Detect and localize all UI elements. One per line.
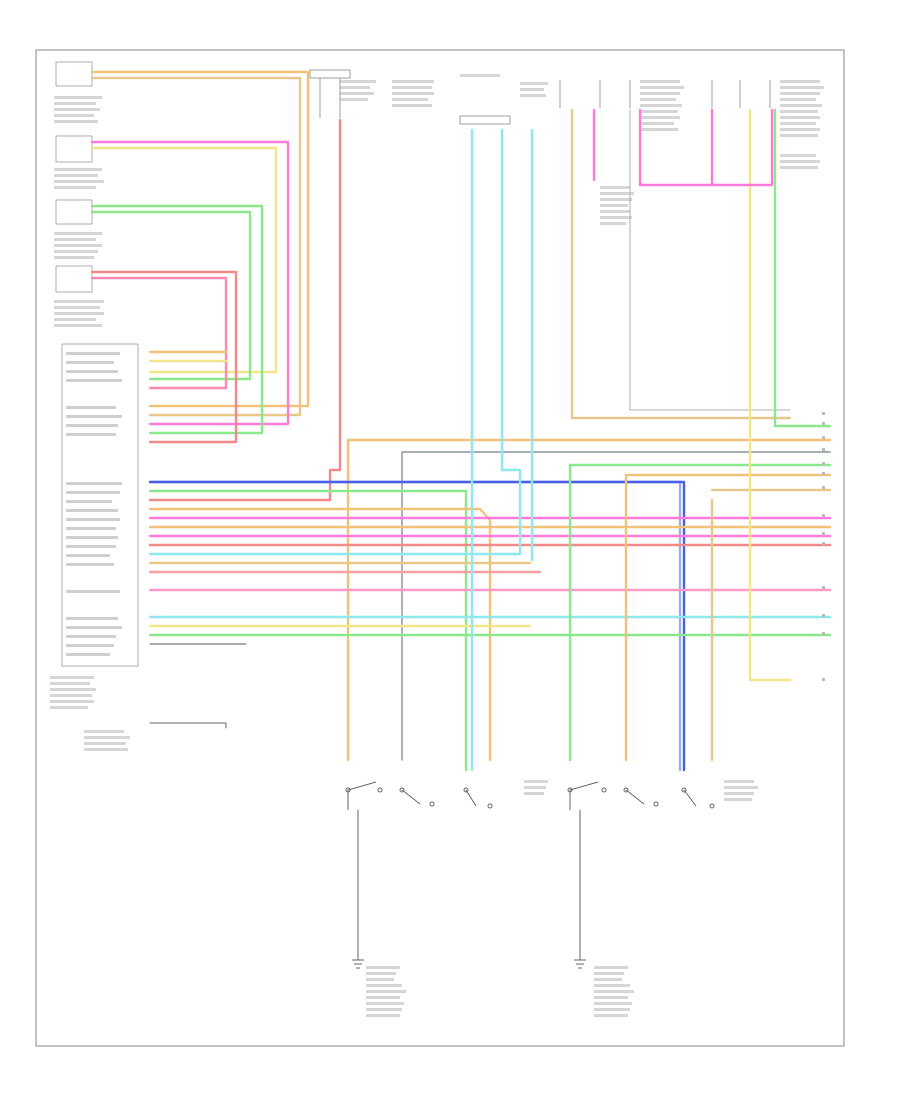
wire-grey-top	[629, 109, 791, 411]
label-blocks	[50, 74, 824, 1017]
wire-red-1	[90, 270, 238, 444]
wire-yellow-right	[748, 108, 792, 682]
module-pin-labels	[66, 352, 122, 656]
diagram-frame	[35, 49, 845, 1047]
grounds	[352, 959, 586, 969]
wire-green-3	[148, 489, 468, 772]
wire-pink-top2	[638, 108, 774, 187]
right-terminals	[822, 412, 825, 681]
wire-tan-1	[90, 76, 302, 417]
wire-yellow-1	[90, 146, 278, 374]
connector-icon	[309, 69, 351, 79]
wires	[90, 70, 832, 961]
wire-orange-3	[148, 507, 492, 762]
wire-orange-1	[90, 70, 310, 408]
wire-black-h	[149, 722, 227, 729]
wire-tan-top	[570, 108, 792, 420]
wire-red-2	[90, 276, 228, 390]
wire-green-2	[90, 210, 252, 381]
switch-icon	[345, 781, 435, 807]
ground-icon	[574, 959, 586, 969]
wire-green-top	[773, 108, 832, 428]
wire-green-1	[90, 204, 264, 435]
wire-red-vertical	[148, 118, 342, 502]
connector-icon	[459, 115, 511, 125]
wire-grey-harness	[401, 451, 831, 761]
switch-icon	[567, 781, 659, 807]
lower-switches	[345, 781, 715, 810]
top-connectors	[309, 69, 771, 125]
wire-lightblue-v2	[500, 128, 522, 556]
wire-pink-1	[90, 140, 290, 426]
switch-icon	[681, 787, 715, 809]
wire-orange-harness	[346, 438, 832, 762]
switch-icon	[463, 787, 493, 809]
ground-icon	[352, 959, 364, 969]
wire-blue-2	[148, 480, 686, 772]
control-module-box	[61, 343, 139, 667]
